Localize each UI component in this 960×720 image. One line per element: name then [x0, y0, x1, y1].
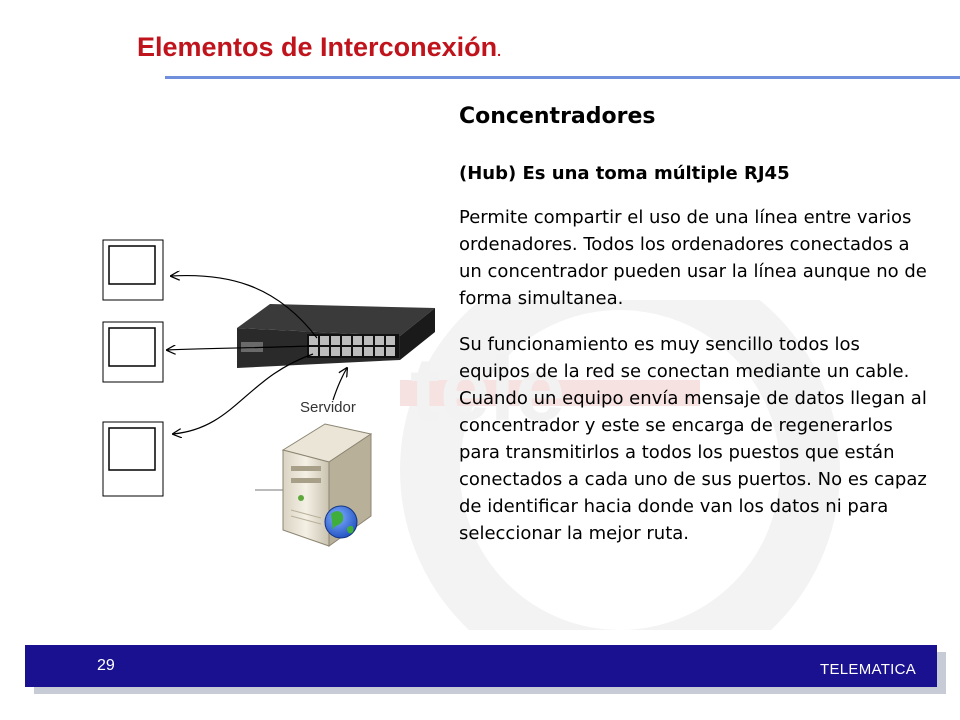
- slide-title: Elementos de Interconexión.: [137, 32, 501, 63]
- slide-title-suffix: .: [497, 43, 501, 59]
- paragraph-operation: Su funcionamiento es muy sencillo todos …: [459, 334, 927, 544]
- hub-switch-icon: [237, 304, 435, 368]
- slide-title-text: Elementos de Interconexión: [137, 32, 498, 62]
- section-subheading: (Hub) Es una toma múltiple RJ45: [459, 163, 790, 184]
- section-heading: Concentradores: [459, 104, 656, 129]
- svg-text:tele: tele: [410, 340, 565, 440]
- monitor-icon: [102, 321, 164, 383]
- cable-arrow: [173, 353, 314, 434]
- monitor-icon: [102, 421, 164, 497]
- monitor-icon: [102, 239, 164, 301]
- cable-arrow: [167, 346, 311, 350]
- page-number: 29: [97, 657, 115, 674]
- cable-arrow: [171, 276, 318, 339]
- cable-arrow: [332, 368, 347, 401]
- footer-label: TELEMATICA: [820, 661, 917, 678]
- title-underline: [165, 76, 960, 79]
- server-label: Servidor: [300, 399, 356, 416]
- paragraph-description: Permite compartir el uso de una línea en…: [459, 207, 927, 309]
- globe-icon: [324, 505, 358, 539]
- footer-bar: [25, 645, 937, 687]
- network-diagram: Servidor: [102, 239, 435, 547]
- watermark-logo: tele: [400, 300, 840, 630]
